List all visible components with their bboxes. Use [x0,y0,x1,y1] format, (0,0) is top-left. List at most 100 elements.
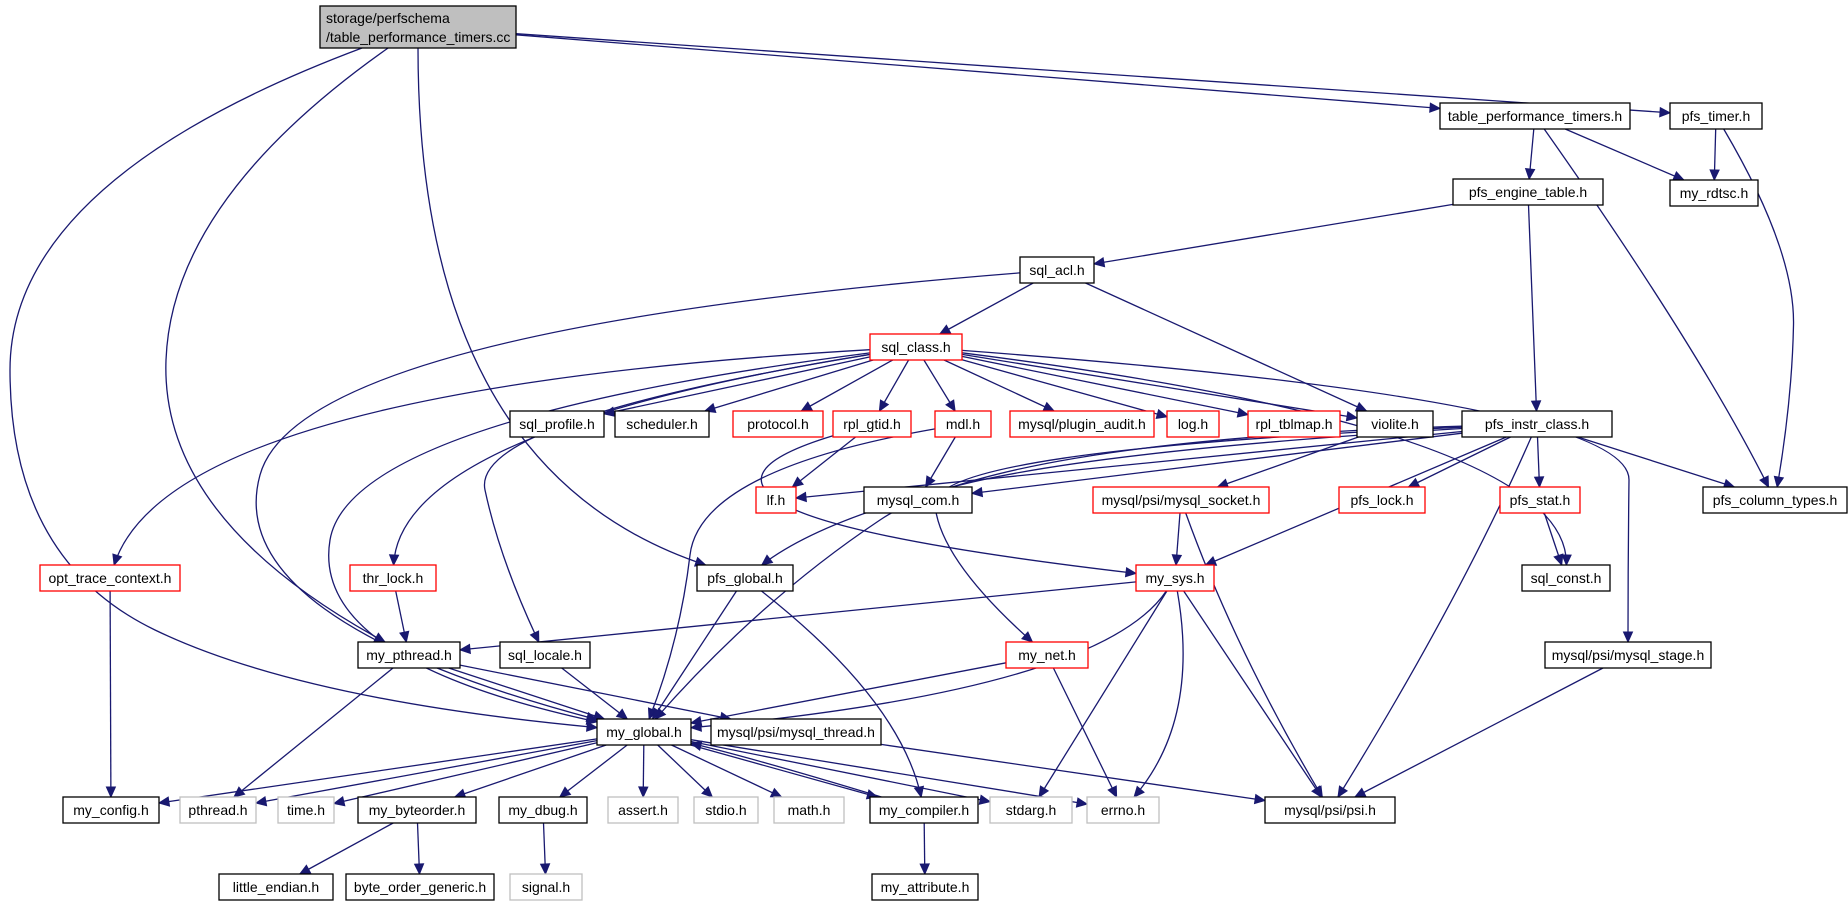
node-label: time.h [287,802,325,818]
node-pfs-column-types-h[interactable]: pfs_column_types.h [1702,486,1848,514]
node-pfs-instr-class-h[interactable]: pfs_instr_class.h [1461,410,1613,438]
node-my-byteorder-h[interactable]: my_byteorder.h [357,796,477,824]
node-label: mdl.h [946,416,980,432]
node-label: sql_class.h [881,339,950,355]
node-my-dbug-h[interactable]: my_dbug.h [498,796,588,824]
edge-root-to-my_global_h [9,47,599,732]
node-assert-h[interactable]: assert.h [607,796,679,824]
node-rpl-gtid-h[interactable]: rpl_gtid.h [832,410,912,438]
edge-mysql_psi_mysql_socket_h-to-my_sys_h [1171,512,1183,567]
node-label: my_dbug.h [508,802,577,818]
node-stdio-h[interactable]: stdio.h [693,796,759,824]
node-mysql-psi-psi-h[interactable]: mysql/psi/psi.h [1264,796,1396,824]
node-label: pfs_timer.h [1682,108,1750,124]
node-lf-h[interactable]: lf.h [755,486,797,514]
edge-pfs_instr_class_h-to-mysql_com_h [970,432,1463,498]
node-pthread-h[interactable]: pthread.h [179,796,257,824]
edge-sql_class_h-to-sql_profile_h [602,356,871,417]
node-label: mysql/plugin_audit.h [1018,416,1146,432]
node-label: sql_locale.h [508,647,582,663]
edge-my_global_h-to-time_h [332,742,598,807]
node-my-compiler-h[interactable]: my_compiler.h [869,796,979,824]
node-little-endian-h[interactable]: little_endian.h [218,873,334,901]
node-scheduler-h[interactable]: scheduler.h [614,410,710,438]
node-label: assert.h [618,802,668,818]
edge-my_byteorder_h-to-little_endian_h [298,822,394,875]
node-pfs-engine-table-h[interactable]: pfs_engine_table.h [1452,178,1604,206]
node-root-file[interactable]: storage/perfschema /table_performance_ti… [319,5,517,49]
node-mysql-psi-mysql-thread-h[interactable]: mysql/psi/mysql_thread.h [710,718,882,746]
edge-sql_class_h-to-mysql_plugin_audit_h [943,359,1056,412]
graph-edges [9,33,1795,876]
node-stdarg-h[interactable]: stdarg.h [989,796,1073,824]
edge-pfs_engine_table_h-to-sql_acl_h [1092,203,1454,268]
node-table-performance-timers-h[interactable]: table_performance_timers.h [1439,102,1631,130]
node-signal-h[interactable]: signal.h [509,873,583,901]
node-label: byte_order_generic.h [354,879,486,895]
node-my-global-h[interactable]: my_global.h [596,718,692,746]
node-violite-h[interactable]: violite.h [1356,410,1434,438]
edge-sql_class_h-to-rpl_tblmap_h [961,355,1250,418]
node-my-config-h[interactable]: my_config.h [62,796,160,824]
node-label: log.h [1178,416,1208,432]
edge-my_global_h-to-my_config_h [157,738,598,807]
edge-pfs_timer_h-to-my_rdtsc_h [1709,128,1720,182]
edge-my_global_h-to-my_dbug_h [558,744,628,798]
node-pfs-lock-h[interactable]: pfs_lock.h [1338,486,1426,514]
node-thr-lock-h[interactable]: thr_lock.h [349,564,437,592]
node-mysql-plugin-audit-h[interactable]: mysql/plugin_audit.h [1009,410,1155,438]
edge-sql_class_h-to-my_global_h [328,352,871,725]
node-mdl-h[interactable]: mdl.h [934,410,992,438]
edge-pfs_engine_table_h-to-pfs_instr_class_h [1527,204,1542,413]
node-label: my_compiler.h [879,802,969,818]
node-label: scheduler.h [626,416,698,432]
root-line-1: storage/perfschema [326,10,450,26]
node-label: pfs_column_types.h [1713,492,1838,508]
node-label: signal.h [522,879,570,895]
node-label: pthread.h [188,802,247,818]
node-protocol-h[interactable]: protocol.h [732,410,824,438]
node-errno-h[interactable]: errno.h [1086,796,1160,824]
node-log-h[interactable]: log.h [1166,410,1220,438]
edge-root-to-pfs_global_h [417,47,707,567]
edge-sql_locale_h-to-my_global_h [561,667,629,720]
node-rpl-tblmap-h[interactable]: rpl_tblmap.h [1247,410,1341,438]
edge-sql_class_h-to-mdl_h [923,359,956,413]
node-byte-order-generic-h[interactable]: byte_order_generic.h [345,873,495,901]
edge-pfs_global_h-to-my_global_h [651,590,738,721]
edge-my_global_h-to-stdio_h [657,744,714,798]
edge-my_sys_h-to-my_pthread_h [458,581,1137,655]
edge-opt_trace_context_h-to-my_config_h [105,590,117,799]
edge-my_pthread_h-to-my_global_h [448,667,606,721]
node-label: pfs_stat.h [1510,492,1571,508]
node-mysql-com-h[interactable]: mysql_com.h [863,486,973,514]
node-pfs-stat-h[interactable]: pfs_stat.h [1499,486,1581,514]
node-sql-profile-h[interactable]: sql_profile.h [509,410,605,438]
node-math-h[interactable]: math.h [773,796,845,824]
edge-my_sys_h-to-stdarg_h [1038,590,1168,799]
node-sql-const-h[interactable]: sql_const.h [1521,564,1611,592]
node-my-sys-h[interactable]: my_sys.h [1135,564,1215,592]
node-my-rdtsc-h[interactable]: my_rdtsc.h [1669,179,1759,207]
edge-my_compiler_h-to-my_global_h [689,740,882,798]
node-sql-locale-h[interactable]: sql_locale.h [499,641,591,669]
node-sql-class-h[interactable]: sql_class.h [869,333,963,361]
edge-sql_acl_h-to-sql_class_h [938,282,1034,335]
node-mysql-psi-mysql-socket-h[interactable]: mysql/psi/mysql_socket.h [1092,486,1270,514]
node-opt-trace-context-h[interactable]: opt_trace_context.h [39,564,181,592]
node-my-attribute-h[interactable]: my_attribute.h [871,873,979,901]
node-pfs-global-h[interactable]: pfs_global.h [696,564,794,592]
node-label: my_config.h [73,802,148,818]
edge-sql_class_h-to-scheduler_h [703,359,874,413]
node-mysql-psi-mysql-stage-h[interactable]: mysql/psi/mysql_stage.h [1544,641,1712,669]
node-my-pthread-h[interactable]: my_pthread.h [357,641,461,669]
node-my-net-h[interactable]: my_net.h [1005,641,1089,669]
node-label: my_attribute.h [881,879,970,895]
node-sql-acl-h[interactable]: sql_acl.h [1019,256,1095,284]
edge-sql_class_h-to-rpl_gtid_h [878,359,910,413]
graph-nodes: storage/perfschema /table_performance_ti… [39,5,1848,901]
root-line-2: /table_performance_timers.cc [326,29,510,45]
node-time-h[interactable]: time.h [277,796,335,824]
node-pfs-timer-h[interactable]: pfs_timer.h [1669,102,1763,130]
